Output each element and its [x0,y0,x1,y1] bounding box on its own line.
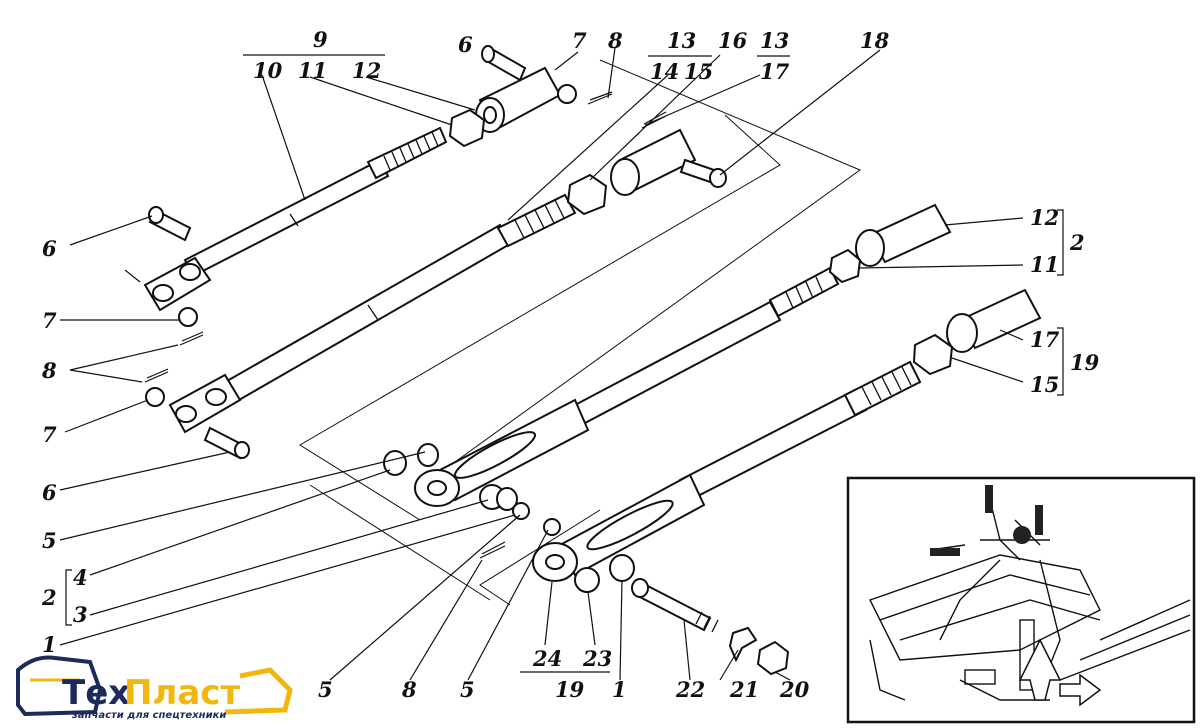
callout-1b: 1 [612,677,627,702]
washer-left-lower [145,387,165,407]
callout-8c: 8 [401,677,417,702]
callout-7: 7 [572,28,587,53]
cotter-pin-left-a [179,331,204,346]
callout-12b: 12 [1030,205,1059,230]
callout-15b: 15 [1030,372,1059,397]
rod-right-upper [414,266,840,507]
inset-illustration [846,476,1196,724]
callout-23: 23 [582,646,612,671]
fraction-bars [65,54,1064,673]
bushing-lower-a [574,567,600,593]
callout-11: 11 [298,58,327,83]
pin-top [481,45,527,82]
callout-15: 15 [684,59,713,84]
brand-logo: Тех Пласт запчасти для спецтехники [16,655,293,721]
callout-5c: 5 [460,677,475,702]
callout-13: 13 [667,28,696,53]
alignment-guides [299,59,862,606]
callout-4: 4 [73,565,88,590]
washer-top [557,84,577,104]
callout-6c: 6 [42,480,57,505]
pin-left-lower [203,426,250,460]
bolt-lower [631,578,719,633]
rod-upper-left [143,126,448,312]
callout-19: 19 [1070,350,1100,375]
callout-7b: 7 [42,308,57,333]
callout-2b: 2 [41,585,57,610]
callout-3: 3 [73,602,88,627]
callout-21: 21 [729,677,759,702]
bushing-lower-b [609,554,635,582]
cotter-pin-lower [479,541,506,559]
leader-lines [59,47,1024,681]
callout-11b: 11 [1030,252,1059,277]
nut-center [566,173,608,216]
clevis-right-lower [946,288,1042,353]
callout-5b: 5 [318,677,333,702]
bushing-mid-b [496,487,518,511]
callout-16: 16 [718,28,748,53]
callout-14: 14 [650,59,679,84]
callout-20: 20 [779,677,810,702]
lock-washer [728,626,758,663]
rod-long-middle [168,193,577,434]
callout-9: 9 [313,27,328,52]
callout-6b: 6 [42,236,57,261]
pin-left-upper [148,206,192,242]
callout-7c: 7 [42,422,57,447]
callout-22: 22 [675,677,705,702]
cotter-pin-left-b [144,368,169,383]
callout-12: 12 [352,58,381,83]
callout-labels: 9 10 11 12 6 7 8 13 14 15 16 13 17 18 6 … [41,27,1100,702]
bushing-left-b [417,443,439,467]
nut-top-left [448,108,486,148]
logo-tagline: запчасти для спецтехники [71,710,226,721]
callout-8b: 8 [41,358,57,383]
callout-8: 8 [607,28,623,53]
nut-right-upper [828,248,862,284]
callout-10: 10 [253,58,283,83]
callout-5: 5 [42,528,57,553]
callout-13b: 13 [760,28,789,53]
callout-1: 1 [42,632,57,657]
pin-center [679,158,727,188]
washer-left-upper [178,307,198,327]
nut-right-lower [912,333,954,376]
bushing-left-a [383,450,407,476]
cotter-pin-center [641,111,667,129]
clevis-right-upper [855,203,952,267]
callout-18: 18 [860,28,890,53]
callout-2: 2 [1069,230,1085,255]
callout-17: 17 [760,59,790,84]
callout-17b: 17 [1030,327,1060,352]
rod-right-lower [532,360,922,582]
callout-19b: 19 [555,677,585,702]
nut-lower [756,640,790,676]
logo-brand-part2: Пласт [124,673,240,713]
clevis-center [610,128,697,196]
callout-24: 24 [532,646,562,671]
callout-6: 6 [458,32,473,57]
logo-brand-part1: Тех [62,673,130,713]
washer-mid [512,502,530,520]
